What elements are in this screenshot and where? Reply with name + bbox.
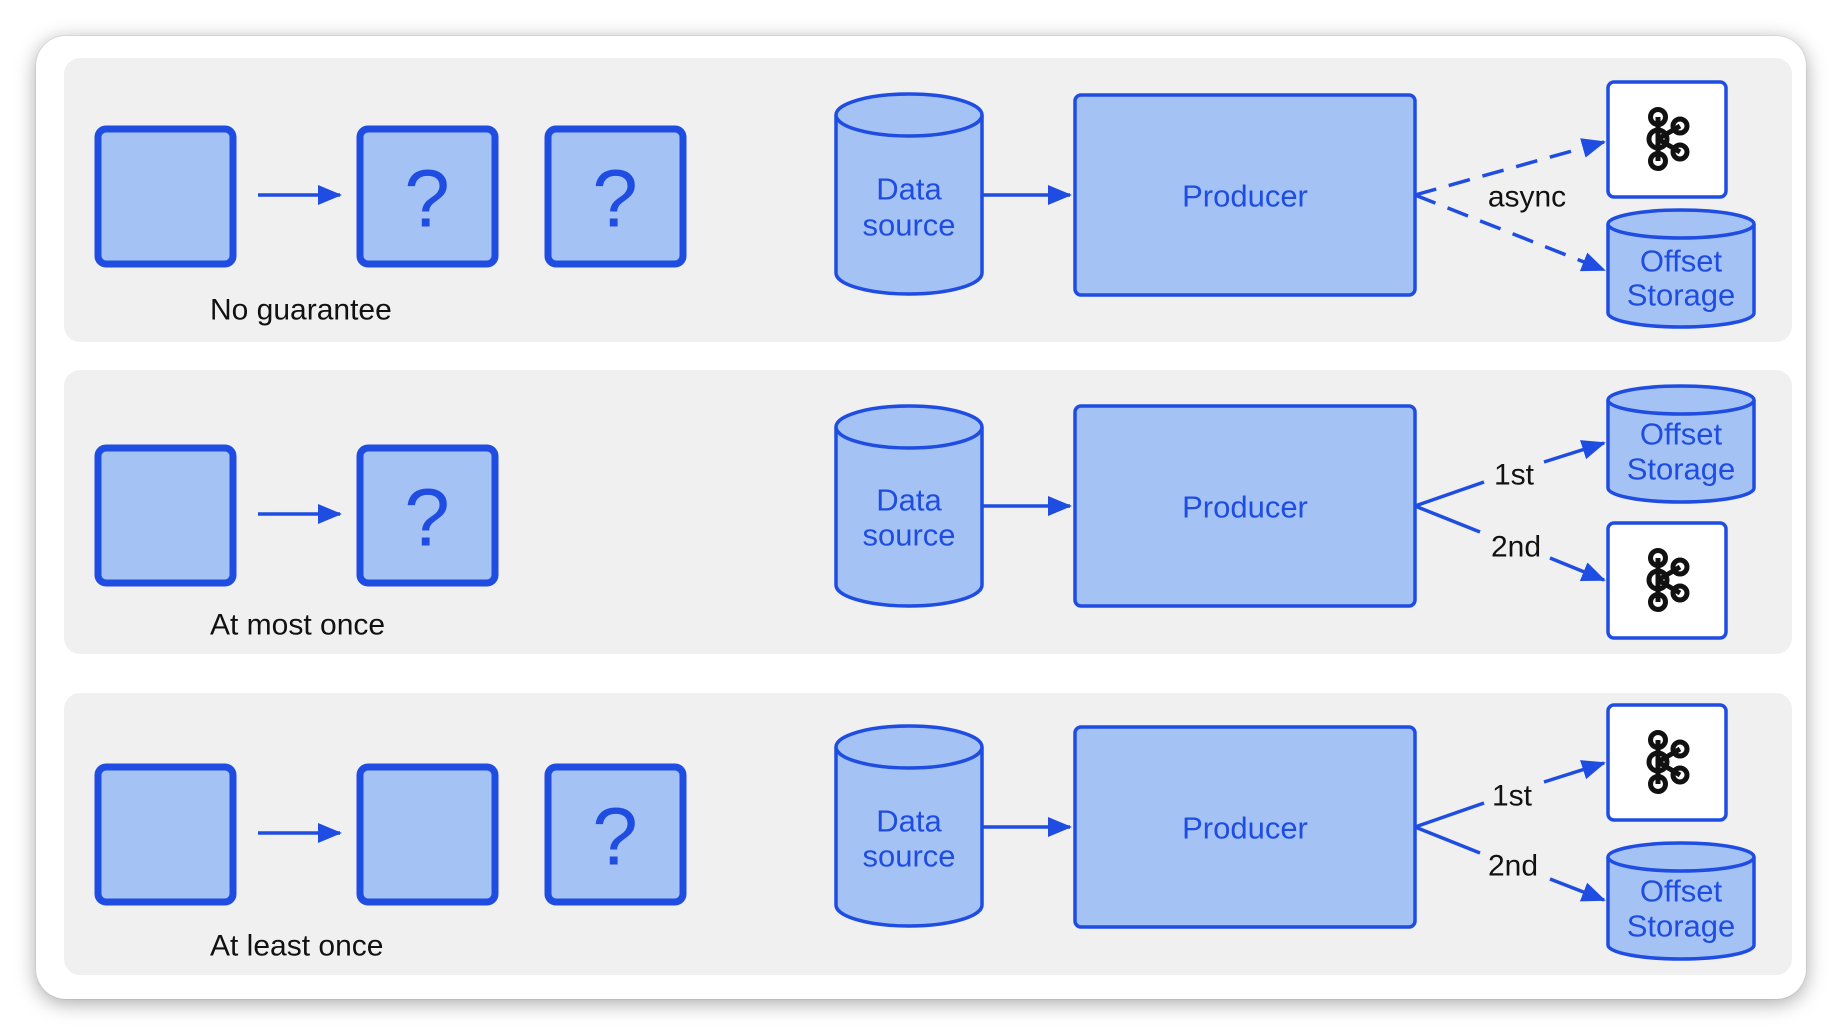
message-square-2: ? (356, 125, 499, 268)
producer-label: Producer (1182, 811, 1308, 846)
kafka-icon (1646, 730, 1690, 794)
message-square-1 (94, 763, 237, 906)
producer-box: Producer (1073, 725, 1417, 929)
branch-label-first: 1st (1492, 780, 1533, 813)
data-source-label-line1: Data (876, 483, 942, 518)
offset-storage-cylinder: Offset Storage (1606, 384, 1756, 504)
message-square-2: ? (356, 444, 499, 587)
offset-storage-label-line1: Offset (1640, 244, 1723, 279)
row-at-most-once: ? At most once Data source Producer 1st … (64, 370, 1792, 654)
branch-label-second: 2nd (1491, 531, 1541, 564)
data-source-label-line2: source (862, 208, 955, 243)
data-source-cylinder: Data source (834, 92, 984, 296)
producer-label: Producer (1182, 179, 1308, 214)
branch-label-first: 1st (1494, 459, 1535, 492)
message-square-3: ? (544, 125, 687, 268)
branch-label-second: 2nd (1488, 850, 1538, 883)
message-square-2 (356, 763, 499, 906)
offset-storage-label-line2: Storage (1627, 452, 1736, 487)
offset-storage-label-line1: Offset (1640, 417, 1723, 452)
producer-box: Producer (1073, 404, 1417, 608)
row-no-guarantee: ? ? No guarantee Data source Producer as… (64, 58, 1792, 342)
square-mark: ? (592, 792, 638, 883)
branch-arrow-bottom-a (1414, 504, 1481, 534)
producer-box: Producer (1073, 93, 1417, 297)
producer-label: Producer (1182, 490, 1308, 525)
branch-arrow-top-b (1543, 760, 1606, 784)
row-at-least-once: ? At least once Data source Producer 1st… (64, 693, 1792, 975)
branch-arrow-top-b (1543, 440, 1606, 464)
branch-label-async: async (1488, 181, 1566, 214)
data-source-cylinder: Data source (834, 724, 984, 928)
offset-storage-label-line2: Storage (1627, 278, 1736, 313)
offset-storage-label-line1: Offset (1640, 874, 1723, 909)
branch-arrow-bottom-b (1549, 877, 1606, 902)
message-square-1 (94, 444, 237, 587)
row-caption: At least once (210, 930, 383, 963)
offset-storage-cylinder: Offset Storage (1606, 841, 1756, 961)
branch-arrow-bottom-a (1414, 825, 1481, 855)
row-caption: No guarantee (210, 294, 392, 327)
data-source-cylinder: Data source (834, 404, 984, 608)
data-source-label-line1: Data (876, 804, 942, 839)
square-mark: ? (404, 154, 450, 245)
branch-arrow-top-a (1414, 480, 1485, 508)
data-source-label-line2: source (862, 518, 955, 553)
row-caption: At most once (210, 609, 385, 642)
kafka-box (1606, 703, 1728, 822)
kafka-box (1606, 80, 1728, 199)
message-square-1 (94, 125, 237, 268)
data-source-label-line1: Data (876, 172, 942, 207)
offset-storage-label-line2: Storage (1627, 909, 1736, 944)
kafka-box (1606, 521, 1728, 640)
kafka-icon (1646, 107, 1690, 171)
offset-storage-cylinder: Offset Storage (1606, 208, 1756, 329)
kafka-icon (1646, 548, 1690, 612)
square-mark: ? (592, 154, 638, 245)
branch-arrow-bottom-b (1549, 556, 1606, 582)
branch-arrow-top-a (1414, 801, 1485, 829)
message-square-3: ? (544, 763, 687, 906)
data-source-label-line2: source (862, 839, 955, 874)
square-mark: ? (404, 473, 450, 564)
